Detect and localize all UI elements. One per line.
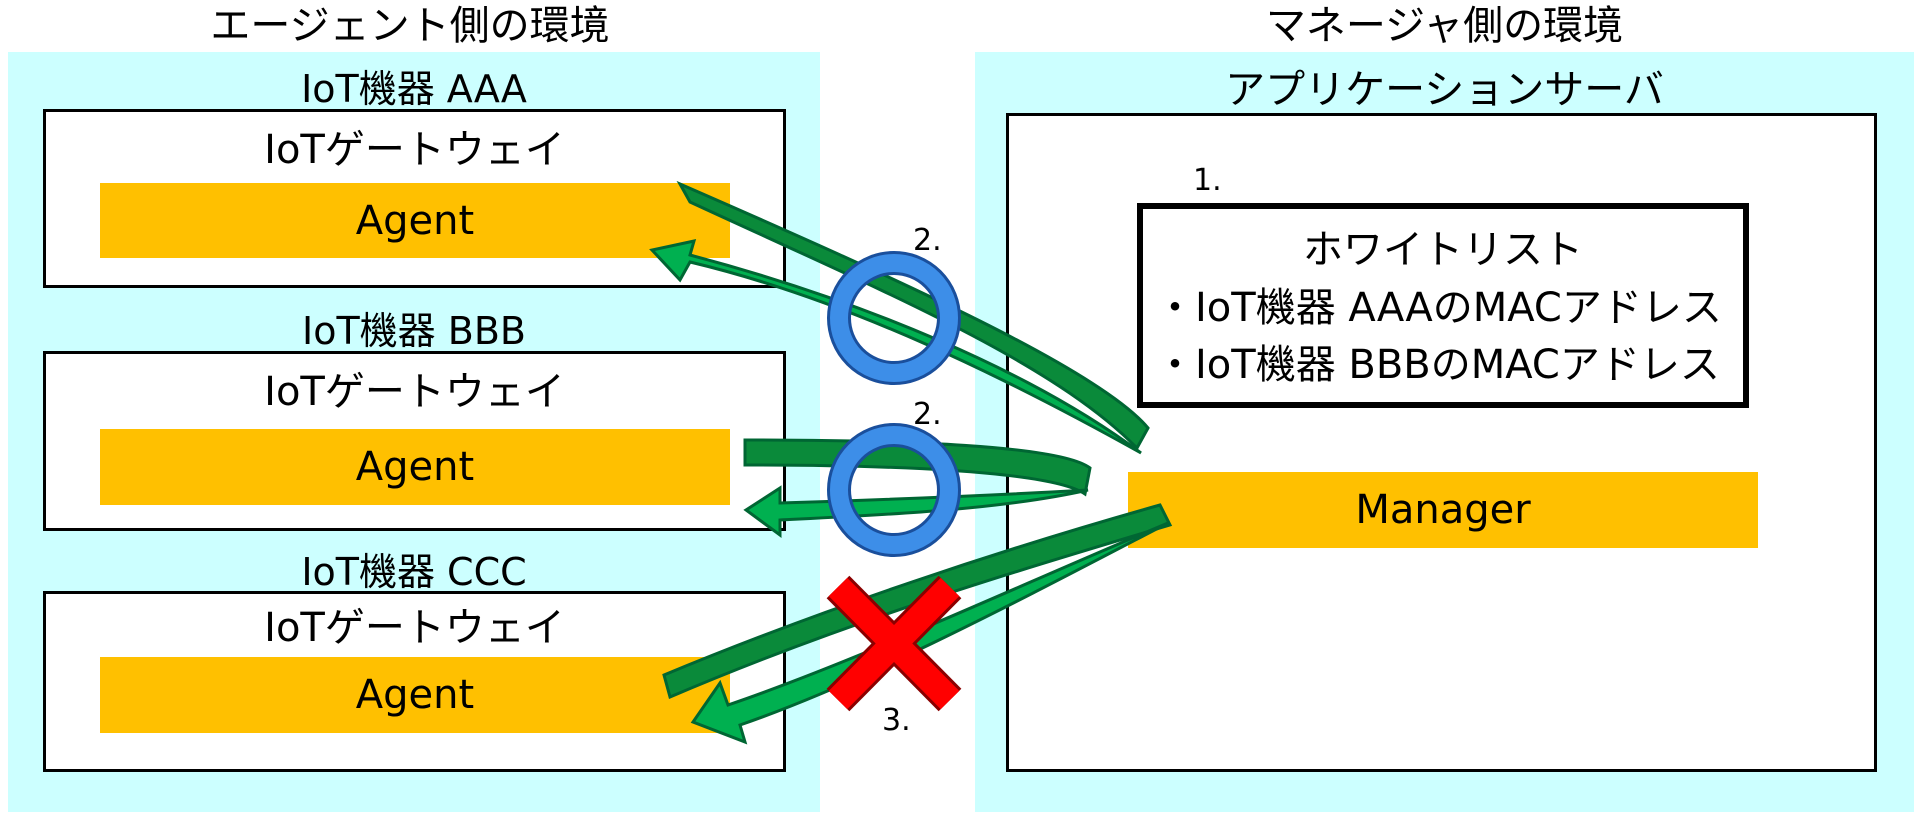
- circle-icon: [830, 254, 958, 382]
- agent-bar-aaa: Agent: [100, 183, 730, 258]
- step-3-label-ccc: 3.: [882, 703, 911, 738]
- flow-bbb-response: [743, 485, 1089, 538]
- circle-icon: [830, 426, 958, 554]
- device-label-aaa: IoT機器 AAA: [301, 67, 527, 111]
- agent-env-title: エージェント側の環境: [210, 3, 610, 49]
- flow-aaa-response: [649, 239, 1142, 455]
- whitelist-title: ホワイトリスト: [1303, 227, 1583, 273]
- server-label: アプリケーションサーバ: [1225, 67, 1664, 113]
- gateway-box-bbb: IoTゲートウェイ Agent: [43, 351, 786, 531]
- device-label-bbb: IoT機器 BBB: [302, 309, 526, 353]
- gateway-label-bbb: IoTゲートウェイ: [264, 369, 565, 415]
- cross-icon: [826, 575, 962, 712]
- gateway-box-aaa: IoTゲートウェイ Agent: [43, 109, 786, 288]
- whitelist-item-bbb: ・IoT機器 BBBのMACアドレス: [1155, 342, 1720, 388]
- gateway-box-ccc: IoTゲートウェイ Agent: [43, 591, 786, 772]
- flow-aaa: [649, 180, 1150, 455]
- flow-ccc-response: [690, 521, 1169, 745]
- whitelist-box: ホワイトリスト ・IoT機器 AAAのMACアドレス ・IoT機器 BBBのMA…: [1137, 203, 1749, 408]
- manager-bar: Manager: [1128, 472, 1758, 548]
- agent-bar-bbb: Agent: [100, 429, 730, 505]
- gateway-label-aaa: IoTゲートウェイ: [264, 127, 565, 173]
- flow-bbb: [743, 438, 1092, 538]
- step-2-label-bbb: 2.: [913, 397, 942, 432]
- manager-env-title: マネージャ側の環境: [1265, 3, 1624, 49]
- step-2-label-aaa: 2.: [913, 223, 942, 258]
- device-label-ccc: IoT機器 CCC: [301, 550, 527, 594]
- agent-bar-ccc: Agent: [100, 657, 730, 733]
- gateway-label-ccc: IoTゲートウェイ: [264, 605, 565, 651]
- whitelist-item-aaa: ・IoT機器 AAAのMACアドレス: [1155, 285, 1722, 331]
- step-1-label: 1.: [1193, 163, 1222, 198]
